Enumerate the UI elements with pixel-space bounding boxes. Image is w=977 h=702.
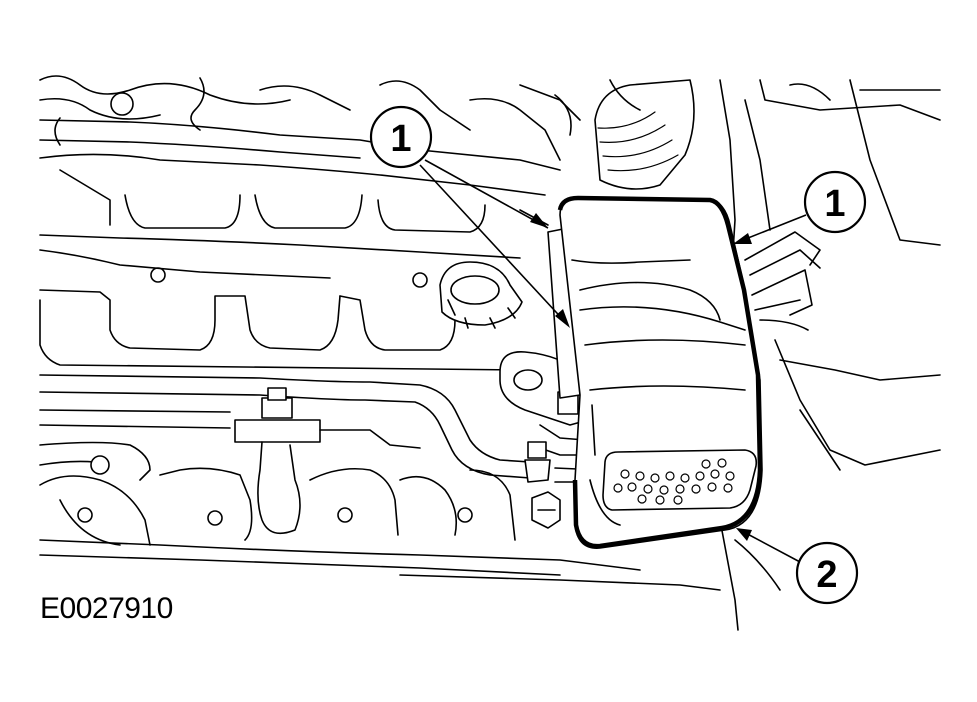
figure-id-label: E0027910: [40, 592, 173, 625]
engine-cover-component: [557, 195, 763, 549]
oil-filler-cap: [439, 261, 523, 329]
fuel-rail-bolt: [234, 387, 321, 535]
callout-number-1: 1: [390, 118, 411, 160]
lower-mounting-nut: [531, 491, 561, 529]
right-side-structure: [594, 79, 941, 631]
callout-2: 2: [736, 528, 859, 605]
callout-1-left: 1: [369, 105, 570, 328]
callout-number-1: 1: [824, 183, 845, 225]
engine-background-linework: [39, 75, 721, 591]
callout-number-2: 2: [816, 554, 837, 596]
callout-1-right: 1: [733, 170, 867, 244]
ventilation-holes: [613, 458, 735, 505]
